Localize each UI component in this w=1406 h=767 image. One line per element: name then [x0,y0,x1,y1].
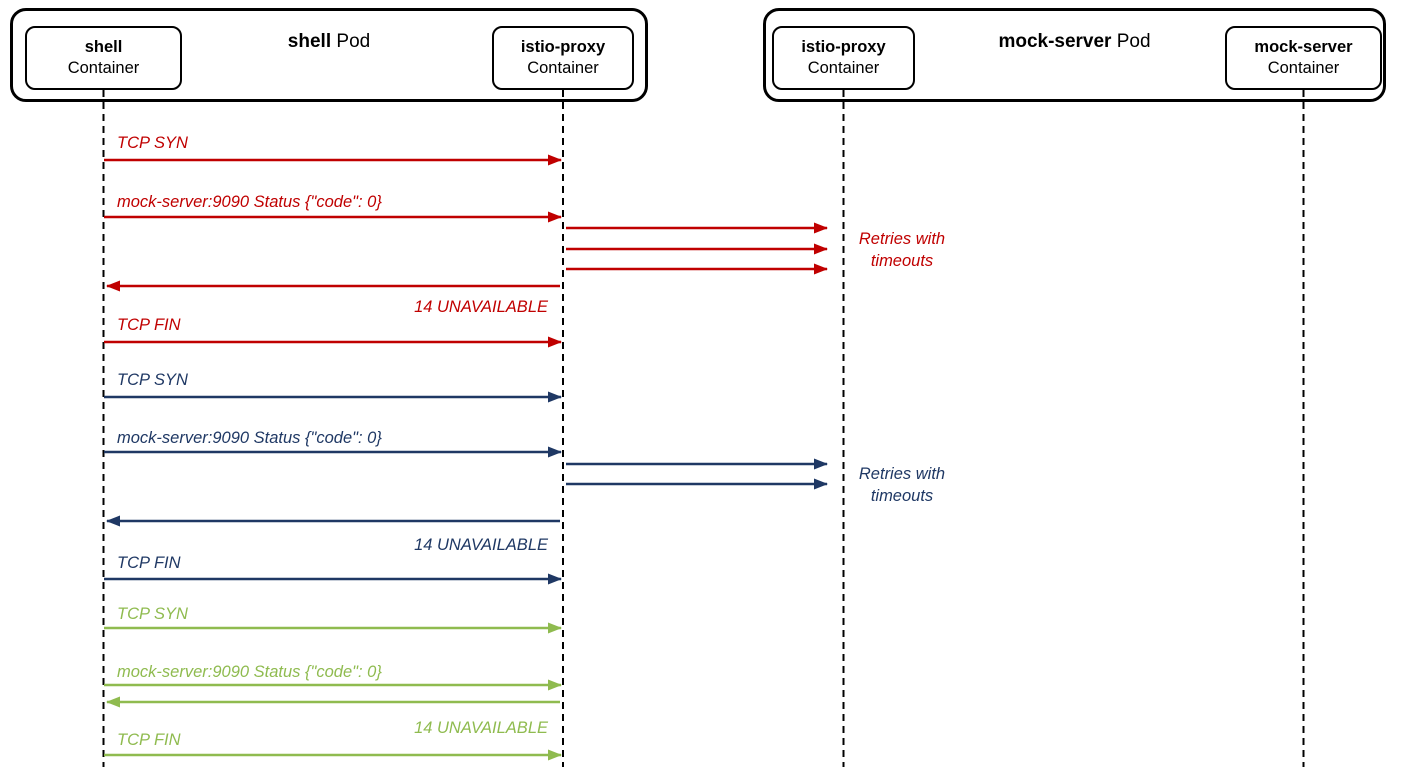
container-istio-proxy-mock-type: Container [807,59,880,77]
container-shell-type: Container [67,59,140,77]
pod-shell-type: Pod [336,31,371,52]
green-status-label: mock-server:9090 Status {"code": 0} [117,663,382,681]
red-status-label: mock-server:9090 Status {"code": 0} [117,193,382,211]
navy-unavailable-label: 14 UNAVAILABLE [414,536,549,554]
navy-syn-label: TCP SYN [117,371,188,389]
pod-mock-server-name: mock-server [998,31,1112,52]
container-istio-proxy-shell-type: Container [527,59,599,77]
navy-fin-label: TCP FIN [117,554,181,572]
green-fin-label: TCP FIN [117,731,181,749]
container-istio-proxy-mock-name: istio-proxy [801,37,886,56]
red-retries-note-line1: Retries with [859,230,945,248]
navy-retries-note-line1: Retries with [859,465,945,483]
container-shell: shell Container [25,26,182,90]
red-retries-note-line2: timeouts [871,252,933,270]
red-unavailable-label: 14 UNAVAILABLE [414,298,549,316]
container-istio-proxy-shell-pod: istio-proxy Container [492,26,634,90]
pod-shell-name: shell [287,31,332,52]
red-fin-label: TCP FIN [117,316,181,334]
green-unavailable-label: 14 UNAVAILABLE [414,719,549,737]
navy-status-label: mock-server:9090 Status {"code": 0} [117,429,382,447]
container-mock-server-name: mock-server [1254,37,1353,56]
container-mock-server: mock-server Container [1225,26,1382,90]
red-syn-label: TCP SYN [117,134,188,152]
container-mock-server-type: Container [1267,59,1340,77]
pod-shell-title: shell Pod [13,31,645,53]
container-istio-proxy-mock-pod: istio-proxy Container [772,26,915,90]
container-istio-proxy-shell-name: istio-proxy [520,37,606,56]
pod-mock-server-type: Pod [1116,31,1151,52]
pod-mock-server-title: mock-server Pod [766,31,1383,53]
container-shell-name: shell [84,37,123,56]
navy-retries-note-line2: timeouts [871,487,933,505]
green-syn-label: TCP SYN [117,605,188,623]
